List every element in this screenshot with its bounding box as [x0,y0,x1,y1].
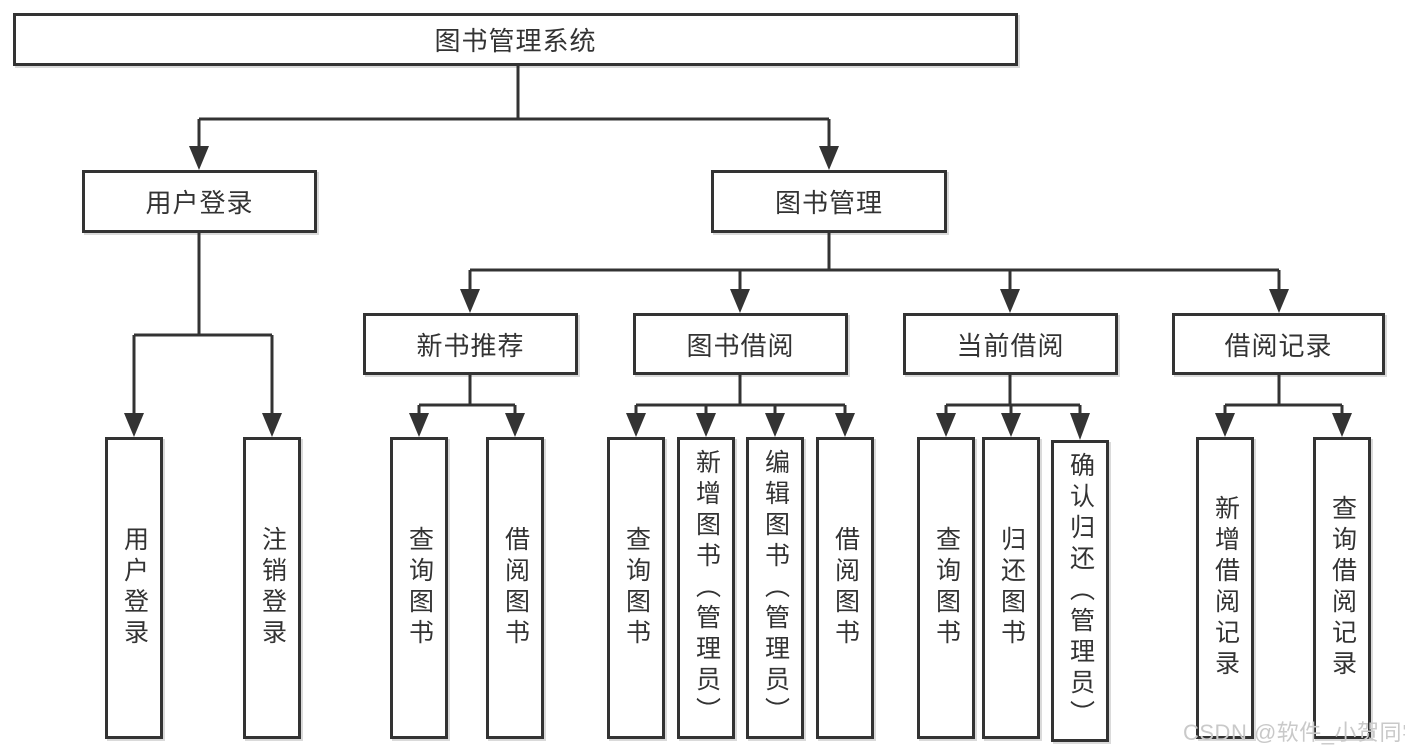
node-label: 查询图书 [622,526,651,650]
node-label: 查询借阅记录 [1328,495,1357,681]
leaf-query-books-current: 查询图书 [917,437,975,739]
node-label: 查询图书 [932,526,961,650]
leaf-borrow-books-recommend: 借阅图书 [486,437,544,739]
node-label: 确认归还（管理员） [1066,451,1095,731]
node-label: 新书推荐 [416,330,525,361]
node-label: 借阅图书 [831,526,860,650]
node-label: 借阅图书 [501,526,530,650]
leaf-add-borrow-record: 新增借阅记录 [1196,437,1254,739]
node-label: 新增图书（管理员） [692,448,721,728]
leaf-logout-login: 注销登录 [243,437,301,739]
node-label: 查询图书 [405,526,434,650]
leaf-return-books: 归还图书 [982,437,1040,739]
leaf-edit-book-admin: 编辑图书（管理员） [746,437,804,739]
node-label: 归还图书 [997,526,1026,650]
node-new-book-recommend: 新书推荐 [363,313,578,375]
csdn-watermark: CSDN @软件_小贺同学 [1183,720,1405,745]
node-label: 新增借阅记录 [1211,495,1240,681]
node-borrowing-records: 借阅记录 [1172,313,1385,375]
node-label: 用户登录 [120,526,149,650]
leaf-query-borrow-record: 查询借阅记录 [1313,437,1371,739]
leaf-query-books-recommend: 查询图书 [390,437,448,739]
arrowheads [124,146,1352,440]
node-label: 编辑图书（管理员） [761,448,790,728]
connector-strokes [132,66,1344,417]
node-label: 图书管理系统 [434,26,597,56]
leaf-add-book-admin: 新增图书（管理员） [677,437,735,739]
node-label: 图书借阅 [686,330,795,361]
node-label: 图书管理 [774,188,883,218]
node-book-management: 图书管理 [711,170,947,233]
node-label: 注销登录 [258,526,287,650]
leaf-user-login: 用户登录 [105,437,163,739]
leaf-confirm-return-admin: 确认归还（管理员） [1051,440,1109,742]
node-user-login: 用户登录 [82,170,317,233]
node-label: 当前借阅 [956,330,1065,361]
node-label: 用户登录 [145,188,254,218]
leaf-borrow-books-borrow: 借阅图书 [816,437,874,739]
node-library-system: 图书管理系统 [13,13,1018,66]
node-current-borrowing: 当前借阅 [903,313,1118,375]
leaf-query-books-borrow: 查询图书 [607,437,665,739]
node-book-borrowing: 图书借阅 [633,313,848,375]
node-label: 借阅记录 [1224,330,1333,361]
